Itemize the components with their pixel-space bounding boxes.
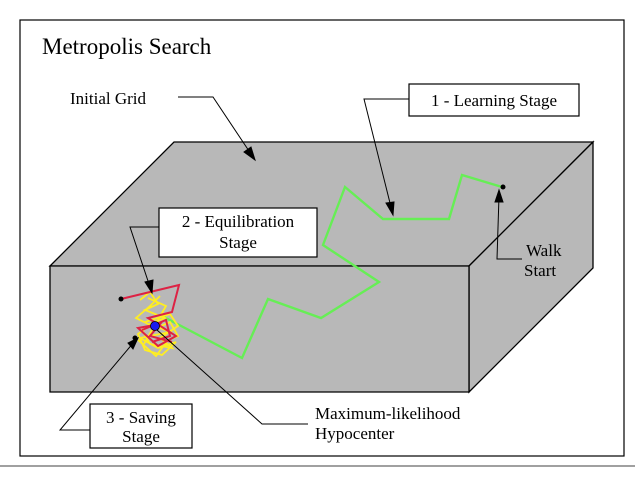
walk-start-leader xyxy=(496,195,522,260)
initial-grid-leader xyxy=(178,96,256,161)
learning-stage-label-box xyxy=(408,83,580,117)
equilibration-label-line2: Stage xyxy=(219,233,257,252)
saving-stage-cloud xyxy=(134,290,180,358)
equilibration-label-box xyxy=(158,207,318,258)
walk-start-label-line2: Start xyxy=(524,261,556,280)
walk-start-label-line1: Walk xyxy=(526,241,562,260)
saving-stage-label-line1: 3 - Saving xyxy=(106,408,176,427)
box-front-face xyxy=(49,265,470,393)
saving-stage-label-line2: Stage xyxy=(122,427,160,446)
equilibration-start-point xyxy=(118,296,124,302)
learning-stage-path xyxy=(159,173,503,360)
hypocenter-marker xyxy=(150,321,160,331)
learning-stage-leader xyxy=(363,98,409,216)
hypocenter-label-line1: Maximum-likelihood xyxy=(315,404,461,423)
hypocenter-leader xyxy=(156,329,308,425)
equilibration-leader xyxy=(129,226,159,291)
saving-stage-label-box xyxy=(89,403,193,449)
equilibration-label-line1: 2 - Equilibration xyxy=(182,212,295,231)
hypocenter-label-line2: Hypocenter xyxy=(315,424,395,443)
learning-stage-label: 1 - Learning Stage xyxy=(431,91,557,110)
diagram-title: Metropolis Search xyxy=(42,34,212,59)
initial-grid-label: Initial Grid xyxy=(70,89,147,108)
leader-lines xyxy=(58,96,522,431)
walk-start-point xyxy=(500,184,506,190)
saving-stage-leader xyxy=(58,341,135,431)
